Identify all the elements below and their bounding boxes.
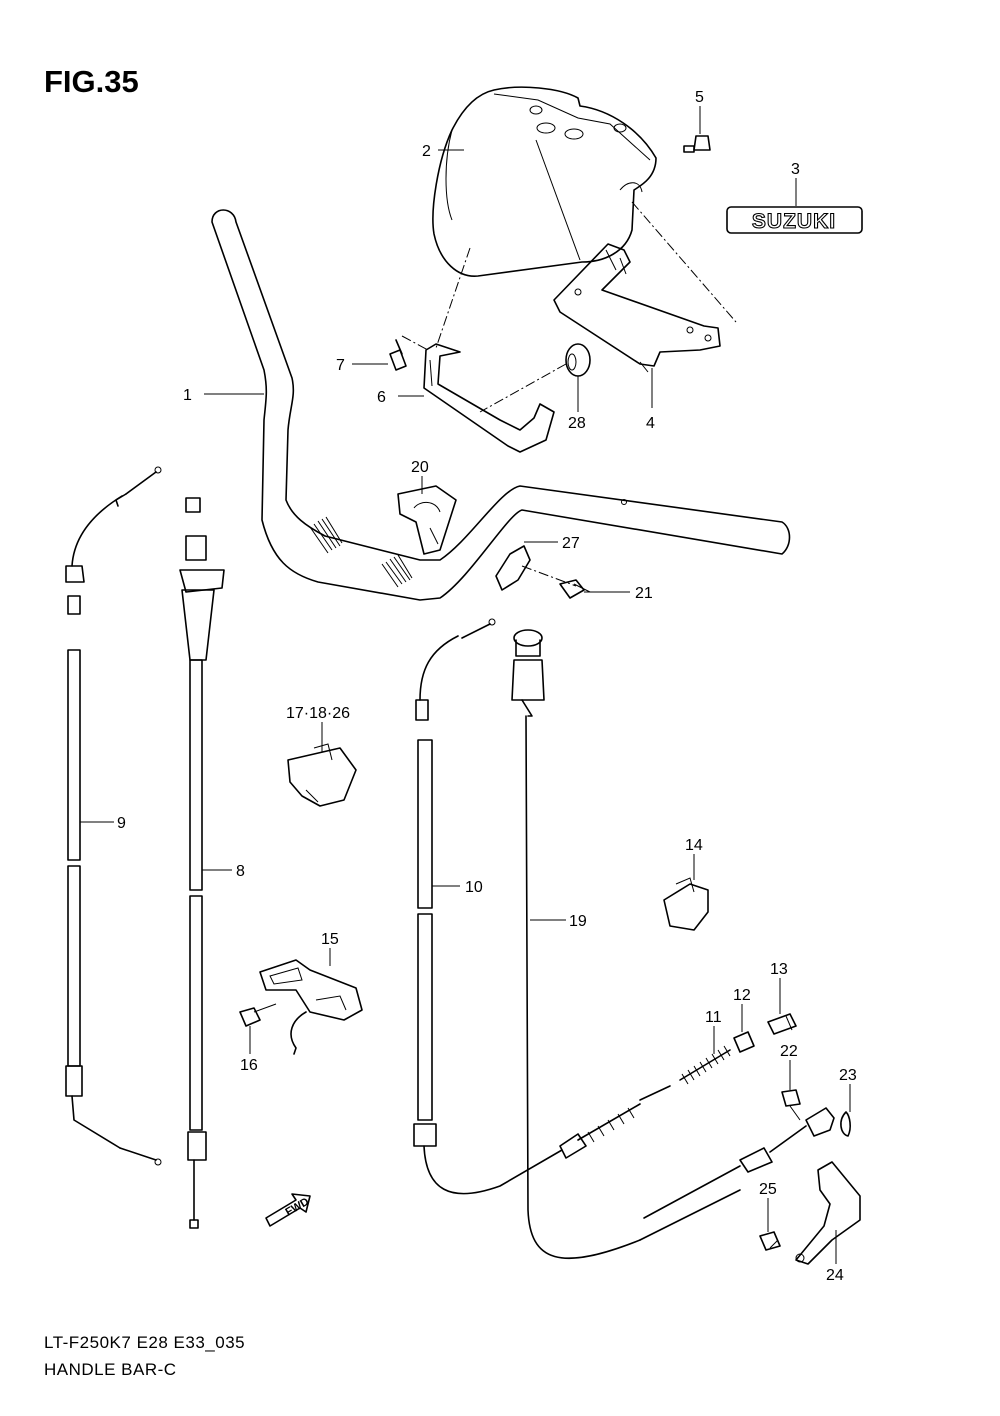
- callout-7: 7: [336, 357, 345, 374]
- bolt-21: [559, 579, 591, 599]
- cable-bracket-15: [259, 959, 363, 1055]
- callout-27: 27: [562, 535, 580, 552]
- callout-11: 11: [705, 1009, 722, 1026]
- pin-22: [781, 1089, 801, 1121]
- collar-12: [733, 1031, 755, 1053]
- callout-21: 21: [635, 585, 653, 602]
- callout-20: 20: [411, 459, 429, 476]
- model-code: LT-F250K7 E28 E33_035: [44, 1333, 246, 1352]
- adjuster-bolt-13: [767, 1013, 797, 1035]
- cable-clamp-14: [663, 877, 709, 931]
- cover-bracket-4: [553, 243, 721, 373]
- cable-9: [65, 466, 162, 1166]
- callout-25: 25: [759, 1181, 777, 1198]
- callout-17-18-26: 17·18·26: [286, 705, 350, 722]
- callout-16: 16: [240, 1057, 258, 1074]
- emblem-text: SUZUKI: [752, 210, 836, 233]
- leader-lines: [80, 106, 851, 1264]
- handlebar: [211, 209, 791, 601]
- callout-24: 24: [826, 1267, 844, 1284]
- callout-8: 8: [236, 863, 245, 880]
- callout-28: 28: [568, 415, 586, 432]
- lever-24: [795, 1161, 861, 1265]
- callout-23: 23: [839, 1067, 857, 1084]
- handlebar-cover: [432, 86, 657, 277]
- callout-3: 3: [791, 161, 800, 178]
- callout-14: 14: [685, 837, 703, 854]
- cable-end-fitting: [643, 1107, 835, 1219]
- cable-guide-27: [495, 545, 531, 591]
- callout-13: 13: [770, 961, 788, 978]
- bolt-25: [759, 1231, 781, 1251]
- cable-clamp-20: [397, 485, 457, 555]
- callout-12: 12: [733, 987, 751, 1004]
- spring-11: [679, 1045, 731, 1085]
- callout-22: 22: [780, 1043, 798, 1060]
- fwd-label: FWD: [284, 1196, 312, 1219]
- callout-6: 6: [377, 389, 386, 406]
- screw-5: [683, 135, 711, 153]
- cable-8: [179, 497, 225, 1229]
- callout-19: 19: [569, 913, 587, 930]
- callout-2: 2: [422, 143, 431, 160]
- figure-title: FIG.35: [44, 64, 139, 99]
- grommet-28: [565, 343, 591, 377]
- clip-23: [840, 1111, 851, 1137]
- callout-15: 15: [321, 931, 339, 948]
- callouts: 1 2 3 4 5 6 7 8 9 10 11 12 13 14 15 16 1…: [117, 89, 857, 1284]
- bolt-16: [239, 1003, 277, 1027]
- fwd-arrow: FWD: [265, 1193, 312, 1227]
- section-name: HANDLE BAR-C: [44, 1360, 177, 1379]
- cable-clamp-17: [287, 743, 357, 807]
- cover-bracket-6: [423, 343, 555, 453]
- callout-5: 5: [695, 89, 704, 106]
- bolt-7: [389, 339, 407, 371]
- callout-9: 9: [117, 815, 126, 832]
- callout-10: 10: [465, 879, 483, 896]
- choke-cable-19: [511, 629, 741, 1260]
- callout-4: 4: [646, 415, 655, 432]
- cable-10: [413, 618, 671, 1195]
- assembly-lines: [401, 201, 737, 587]
- suzuki-emblem: SUZUKI: [726, 206, 863, 234]
- callout-1: 1: [183, 387, 192, 404]
